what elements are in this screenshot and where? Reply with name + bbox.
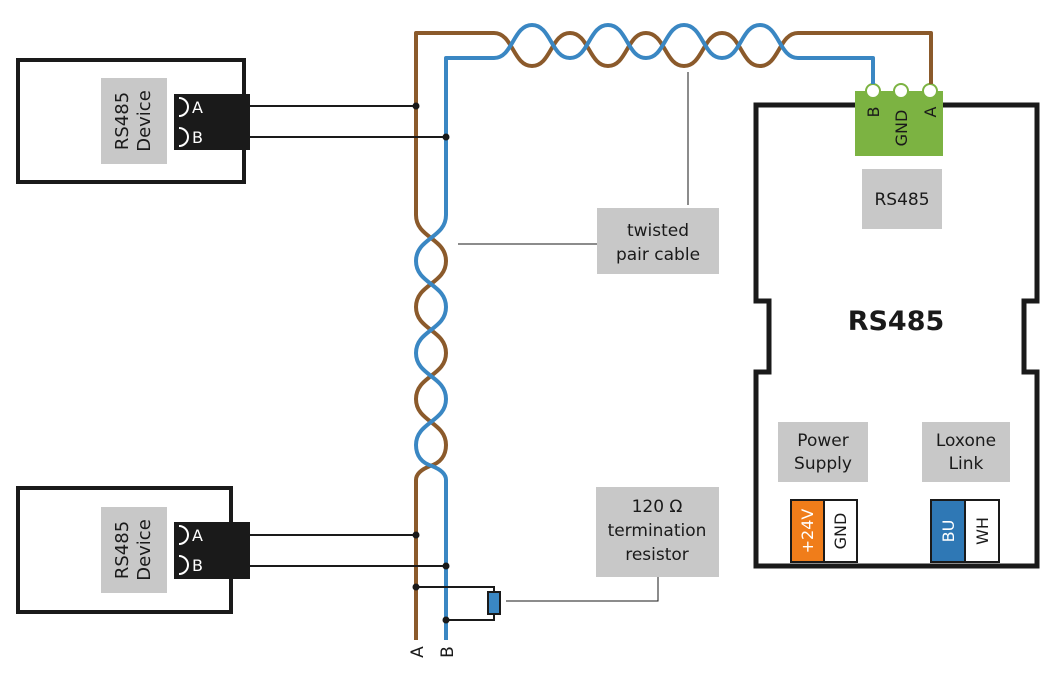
junction-dot	[412, 531, 420, 539]
cable-label-line1: twisted	[627, 221, 689, 241]
power-plus-label: +24V	[798, 509, 817, 554]
link-bu-label: BU	[939, 520, 958, 543]
resistor-icon	[487, 591, 501, 615]
resistor-label-line3: resistor	[625, 545, 689, 565]
rs485-device-1: RS485 Device A B	[16, 58, 250, 184]
power-supply-label: Power Supply	[778, 422, 868, 482]
power-terminals: +24V GND	[790, 499, 858, 563]
device1-label-line1: RS485	[112, 92, 133, 150]
power-label-line1: Power	[797, 431, 848, 451]
resistor-label-line1: 120 Ω	[632, 497, 683, 517]
link-label-line1: Loxone	[936, 431, 996, 451]
rs485-device-2: RS485 Device A B	[16, 486, 250, 614]
power-gnd-label: GND	[831, 513, 850, 550]
terminal-a-label: A	[921, 106, 940, 117]
rs485-tag: RS485	[862, 169, 942, 229]
junction-dot	[412, 102, 420, 110]
rs485-extension: RS485 B GND A RS485 Power Supply +24V GN…	[753, 83, 1040, 569]
link-label-line2: Link	[949, 454, 984, 474]
wire-b	[414, 23, 875, 640]
link-wh-label: WH	[973, 517, 992, 545]
power-label-line2: Supply	[794, 454, 852, 474]
junction-dot	[442, 133, 450, 141]
twisted-pair-cable	[414, 23, 933, 640]
terminal-b-label: B	[864, 107, 883, 118]
termination-resistor	[412, 583, 501, 624]
resistor-callout: 120 Ω termination resistor	[506, 487, 719, 602]
wire-a	[414, 31, 933, 640]
junction-dot	[442, 562, 450, 570]
loxone-link-label: Loxone Link	[922, 422, 1010, 482]
device1-pin-b: B	[192, 128, 203, 147]
rs485-tag-text: RS485	[874, 190, 929, 210]
device1-pin-a: A	[192, 98, 203, 117]
extension-title: RS485	[848, 306, 945, 337]
cable-label-line2: pair cable	[616, 245, 700, 265]
device1-connector	[174, 94, 250, 150]
device2-pin-a: A	[192, 526, 203, 545]
device1-label-line2: Device	[134, 90, 155, 152]
device2-label-line2: Device	[134, 519, 155, 581]
resistor-label-line2: termination	[608, 521, 707, 541]
rs485-terminal-block: B GND A	[855, 83, 943, 156]
device2-label-line1: RS485	[112, 521, 133, 579]
wire-b-label: B	[438, 646, 458, 658]
wire-a-label: A	[408, 646, 428, 658]
cable-callout: twisted pair cable	[458, 72, 719, 274]
device2-pin-b: B	[192, 556, 203, 575]
link-terminals: BU WH	[930, 499, 1000, 563]
terminal-gnd-label: GND	[892, 110, 911, 147]
device-connections	[250, 102, 450, 570]
